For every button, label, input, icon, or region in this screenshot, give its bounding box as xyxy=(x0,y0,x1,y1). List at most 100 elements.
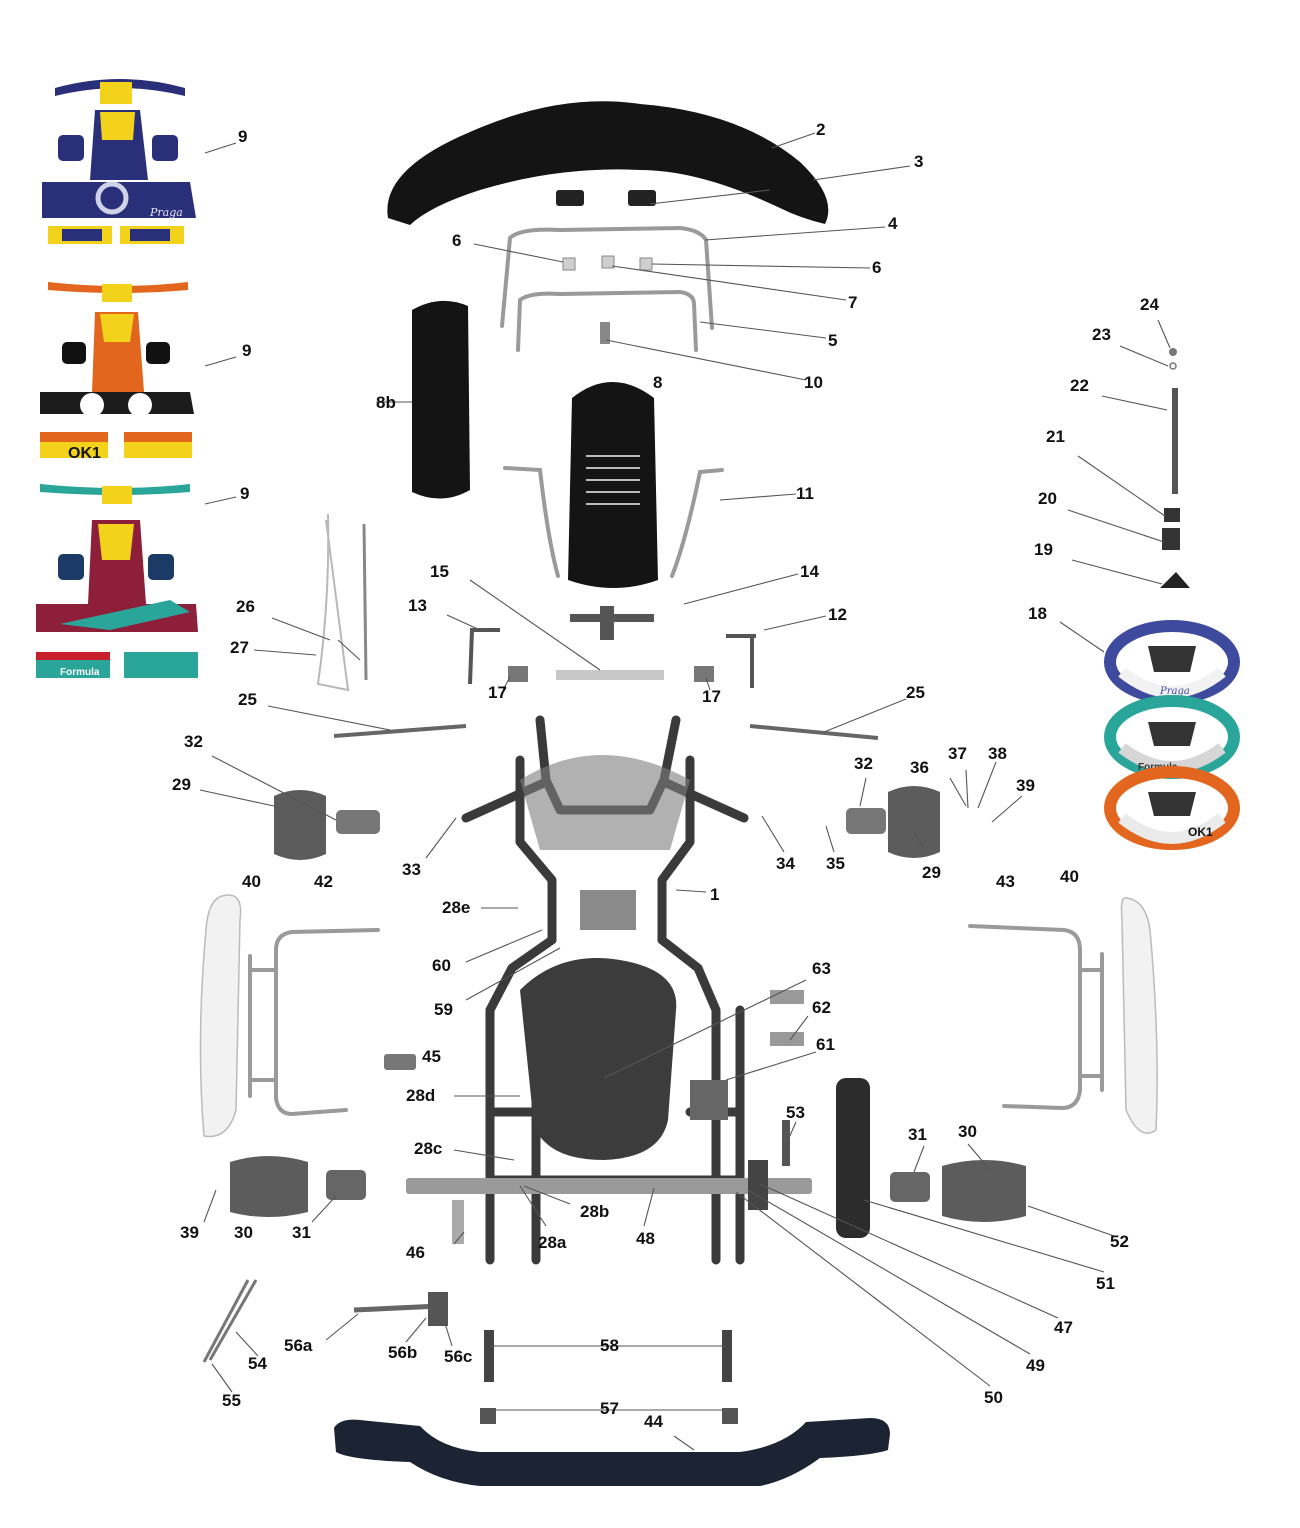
callout-36: 36 xyxy=(910,758,929,777)
mount-58-right xyxy=(722,1330,732,1382)
column-washer-23 xyxy=(1169,362,1177,370)
callout-17-right: 17 xyxy=(702,687,721,706)
callout-9c: 9 xyxy=(240,484,249,503)
column-hub-19 xyxy=(1160,572,1190,588)
brake-disc xyxy=(836,1078,870,1238)
callout-56a: 56a xyxy=(284,1336,313,1355)
callout-40-right: 40 xyxy=(1060,867,1079,886)
callout-18: 18 xyxy=(1028,604,1047,623)
leader-lines xyxy=(199,132,1171,1451)
callout-59: 59 xyxy=(434,1000,453,1019)
front-panel-8-shape xyxy=(568,382,658,588)
callout-9b: 9 xyxy=(242,341,251,360)
callout-35: 35 xyxy=(826,854,845,873)
part-46 xyxy=(452,1200,464,1244)
callout-26: 26 xyxy=(236,597,255,616)
rear-wheel-left-30 xyxy=(230,1156,308,1217)
side-bar-42-bracket xyxy=(248,954,278,1098)
tie-rod-right xyxy=(749,724,879,740)
mount-58-left xyxy=(484,1330,494,1382)
tie-rod-left xyxy=(333,724,467,738)
sticker-kit-praga: Praga xyxy=(42,79,196,244)
bracket-62a xyxy=(770,990,804,1004)
brake-hub xyxy=(748,1160,768,1210)
front-wheel-left-29 xyxy=(274,790,326,860)
callout-37: 37 xyxy=(948,744,967,763)
part-45 xyxy=(384,1054,416,1070)
callout-55: 55 xyxy=(222,1391,241,1410)
seat-bracket xyxy=(580,890,636,930)
callout-8: 8 xyxy=(653,373,662,392)
callout-25-right: 25 xyxy=(906,683,925,702)
clip-mid xyxy=(601,255,615,269)
callout-63: 63 xyxy=(812,959,831,978)
callout-9a: 9 xyxy=(238,127,247,146)
callout-29-right: 29 xyxy=(922,863,941,882)
fairing-bracket-left xyxy=(556,190,584,206)
hub-31-right xyxy=(890,1172,930,1202)
callout-11: 11 xyxy=(796,484,814,503)
kit3-logo-text: Formula xyxy=(60,667,100,678)
callout-5: 5 xyxy=(828,331,837,350)
callout-32-left: 32 xyxy=(184,732,203,751)
column-bush-20 xyxy=(1162,528,1180,550)
callout-34: 34 xyxy=(776,854,795,873)
callout-30-left: 30 xyxy=(234,1223,253,1242)
callout-28a: 28a xyxy=(538,1233,567,1252)
bracket-62b xyxy=(770,1032,804,1046)
callout-28b: 28b xyxy=(580,1202,609,1221)
side-bar-43-bracket xyxy=(1078,952,1104,1092)
callout-56c: 56c xyxy=(444,1347,472,1366)
callout-62: 62 xyxy=(812,998,831,1017)
block-17-left xyxy=(508,666,528,682)
sticker-kit-formula: Formula xyxy=(36,484,198,678)
callout-15: 15 xyxy=(430,562,449,581)
block-17-right xyxy=(694,666,714,682)
callout-labels: 1 2 3 4 5 6 6 7 8 8b 9 9 9 10 11 12 13 1… xyxy=(172,120,1159,1431)
fairing-8b-shape xyxy=(412,300,470,499)
callout-6-right: 6 xyxy=(872,258,881,277)
callout-30-right: 30 xyxy=(958,1122,977,1141)
column-nut-24 xyxy=(1169,348,1177,356)
rear-bumper-44 xyxy=(334,1418,890,1486)
kit2-logo-text: OK1 xyxy=(68,445,101,462)
kit1-logo-text: Praga xyxy=(149,206,183,219)
pedal-bar-mount xyxy=(600,606,614,640)
side-pod-right-40 xyxy=(1120,897,1158,1134)
callout-2: 2 xyxy=(816,120,825,139)
callout-49: 49 xyxy=(1026,1356,1045,1375)
part-56b xyxy=(428,1292,448,1326)
callout-31-right: 31 xyxy=(908,1125,927,1144)
callout-56b: 56b xyxy=(388,1343,417,1362)
callout-17-left: 17 xyxy=(488,683,507,702)
callout-60: 60 xyxy=(432,956,451,975)
callout-22: 22 xyxy=(1070,376,1089,395)
hub-31-left xyxy=(326,1170,366,1200)
seat-63-shape xyxy=(520,958,677,1160)
callout-33: 33 xyxy=(402,860,421,879)
clip-right xyxy=(639,257,653,271)
stub-axle-right-32 xyxy=(846,808,886,834)
bolt-53 xyxy=(782,1120,790,1166)
callout-8b: 8b xyxy=(376,393,396,412)
sticker-kit-ok1: OK1 xyxy=(40,282,194,462)
floor-pan xyxy=(520,755,690,850)
steering-wheel-ok1: OK1 xyxy=(1104,766,1240,850)
callout-23: 23 xyxy=(1092,325,1111,344)
callout-61: 61 xyxy=(816,1035,835,1054)
callout-57: 57 xyxy=(600,1399,619,1418)
callout-31-left: 31 xyxy=(292,1223,311,1242)
callout-12: 12 xyxy=(828,605,847,624)
callout-32-right: 32 xyxy=(854,754,873,773)
callout-46: 46 xyxy=(406,1243,425,1262)
rod-27-shape xyxy=(362,523,368,681)
callout-52: 52 xyxy=(1110,1232,1129,1251)
callout-42: 42 xyxy=(314,872,333,891)
callout-54: 54 xyxy=(248,1354,267,1373)
wheel1-logo: Praga xyxy=(1159,686,1190,697)
callout-19: 19 xyxy=(1034,540,1053,559)
panel-bracket-right xyxy=(670,468,724,578)
callout-43: 43 xyxy=(996,872,1015,891)
front-panel-grille xyxy=(586,455,640,505)
